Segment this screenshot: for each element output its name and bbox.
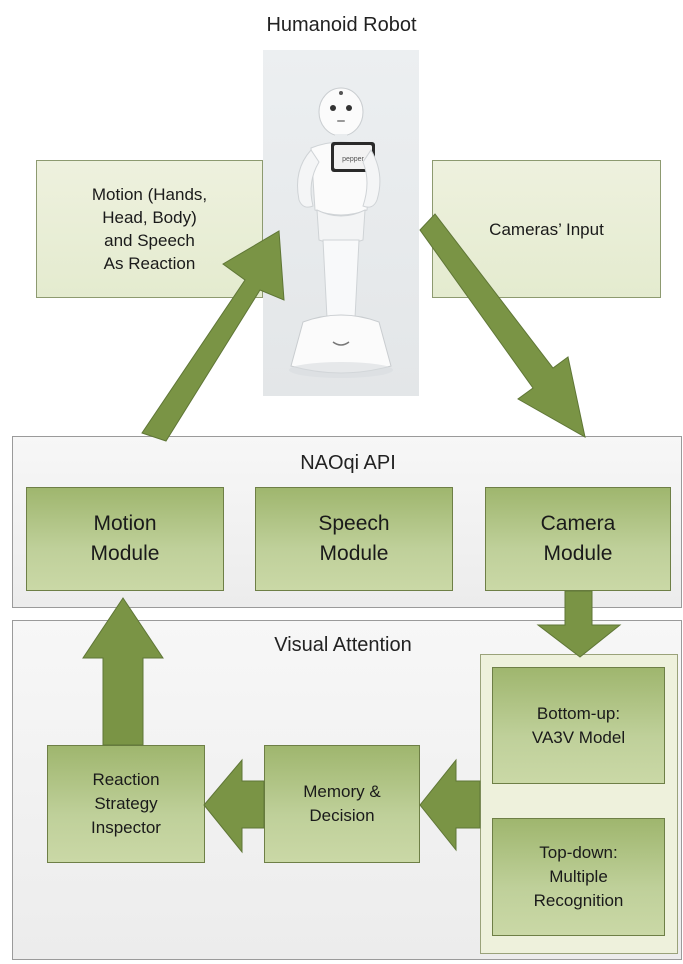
reaction-box-line: Head, Body) xyxy=(102,208,197,227)
arrow-to-attention-models xyxy=(536,590,622,658)
memory-decision-box: Memory & Decision xyxy=(264,745,420,863)
module-label-line: Motion xyxy=(93,512,157,535)
naoqi-api-title: NAOqi API xyxy=(300,451,396,474)
arrow-to-camera-module xyxy=(419,213,586,438)
module-label-line: Reaction xyxy=(92,770,160,789)
reaction-box-line: Motion (Hands, xyxy=(91,185,208,204)
top-down-recognition-box: Top-down: Multiple Recognition xyxy=(492,818,665,936)
module-label-line: Memory & xyxy=(303,782,381,801)
module-label-line: Module xyxy=(319,542,389,565)
speech-module: Speech Module xyxy=(255,487,453,591)
reaction-strategy-inspector-box: Reaction Strategy Inspector xyxy=(47,745,205,863)
reaction-box-line: As Reaction xyxy=(103,254,196,273)
module-label-line: Bottom-up: xyxy=(536,703,621,723)
arrow-to-memory xyxy=(419,758,481,852)
module-label-line: Top-down: xyxy=(539,843,618,862)
module-label-line: Speech xyxy=(318,512,390,535)
reaction-box-line: and Speech xyxy=(104,231,195,250)
tablet-text: pepper xyxy=(342,156,364,163)
module-label-line: Strategy xyxy=(94,794,158,813)
diagram-title: Humanoid Robot xyxy=(266,13,417,36)
module-label-line: Module xyxy=(90,542,160,565)
arrow-to-motion-module xyxy=(82,597,164,746)
arrow-to-reaction-strategy xyxy=(203,758,265,854)
camera-module: Camera Module xyxy=(485,487,671,591)
module-label-line: Inspector xyxy=(91,818,161,837)
module-label-line: Camera xyxy=(540,512,616,535)
visual-attention-title: Visual Attention xyxy=(274,633,412,656)
bottom-up-model-box: Bottom-up: VA3V Model xyxy=(492,667,665,784)
module-label-line: Multiple xyxy=(549,867,608,886)
module-label-line: Recognition xyxy=(533,891,624,910)
motion-speech-reaction-box: Motion (Hands, Head, Body) and Speech As… xyxy=(36,160,263,298)
module-label-line: Decision xyxy=(309,806,375,825)
pepper-robot-figure: pepper xyxy=(289,87,393,378)
robot-image: pepper xyxy=(263,50,419,396)
module-label-line: VA3V Model xyxy=(531,727,626,747)
cameras-input-label: Cameras’ Input xyxy=(489,219,604,239)
motion-module: Motion Module xyxy=(26,487,224,591)
arrow-to-robot xyxy=(141,230,285,442)
module-label-line: Module xyxy=(543,542,613,565)
